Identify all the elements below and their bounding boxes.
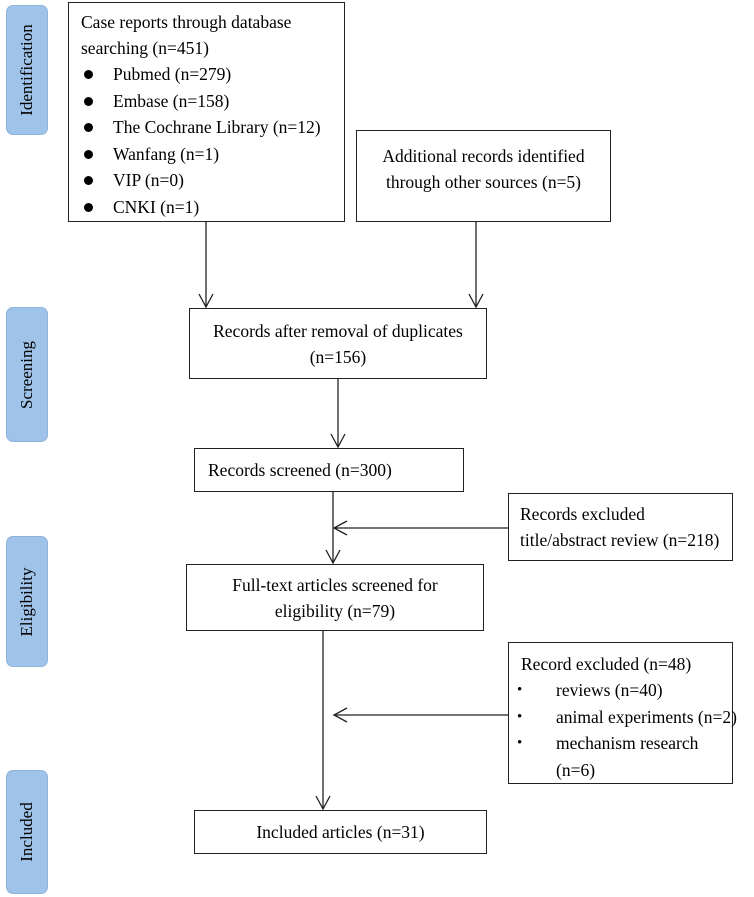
- list-item: Wanfang (n=1): [69, 141, 344, 168]
- database-search-title-line1: Case reports through database: [81, 12, 292, 32]
- database-search-box: Case reports through database searching …: [68, 2, 345, 222]
- arrowhead: [332, 707, 348, 723]
- stage-screening: Screening: [6, 307, 48, 442]
- database-source-list: Pubmed (n=279) Embase (n=158) The Cochra…: [69, 61, 344, 220]
- bullet: •: [517, 735, 523, 751]
- excluded-screening-line2: title/abstract review (n=218): [520, 530, 720, 550]
- records-screened-line1: Records screened (n=300): [208, 460, 392, 480]
- list-item: • reviews (n=40): [509, 677, 732, 704]
- excluded-eligibility-box: Record excluded (n=48) • reviews (n=40) …: [508, 642, 737, 784]
- bullet-dot: [84, 70, 93, 79]
- bullet-dot: [84, 149, 93, 159]
- other-sources-line1: Additional records identified: [382, 146, 585, 166]
- arrowhead: [332, 520, 348, 536]
- list-item-continuation: (n=6): [556, 759, 596, 780]
- other-sources-box: Additional records identified through ot…: [356, 130, 611, 222]
- stage-eligibility: Eligibility: [6, 536, 48, 667]
- after-duplicates-line1: Records after removal of duplicates: [213, 321, 463, 341]
- bullet: •: [517, 682, 523, 698]
- bullet-dot: [84, 202, 93, 212]
- bullet-dot: [84, 176, 93, 185]
- full-text-box: Full-text articles screened for eligibil…: [186, 564, 484, 631]
- included-line1: Included articles (n=31): [256, 822, 425, 842]
- arrowhead: [198, 293, 214, 309]
- included-box: Included articles (n=31): [194, 810, 487, 854]
- list-item: CNKI (n=1): [69, 194, 344, 221]
- bullet-dot: [84, 96, 93, 106]
- bullet: •: [517, 708, 523, 725]
- excluded-eligibility-title: Record excluded (n=48): [521, 654, 692, 674]
- after-duplicates-line2: (n=156): [309, 347, 367, 367]
- arrowhead: [325, 549, 341, 565]
- full-text-line1: Full-text articles screened for: [232, 575, 438, 595]
- other-sources-line2: through other sources (n=5): [385, 172, 582, 192]
- database-search-title-line2: searching (n=451): [81, 38, 209, 58]
- list-item: Embase (n=158): [69, 88, 344, 115]
- list-item: • mechanism research: [509, 730, 732, 757]
- excluded-screening-line1: Records excluded: [520, 504, 645, 524]
- list-item: VIP (n=0): [69, 167, 344, 194]
- arrowhead: [330, 433, 346, 449]
- bullet-dot: [84, 123, 93, 132]
- list-item: The Cochrane Library (n=12): [69, 114, 344, 141]
- stage-identification: Identification: [6, 5, 48, 135]
- excluded-screening-box: Records excluded title/abstract review (…: [508, 493, 733, 561]
- arrowhead: [315, 795, 331, 811]
- list-item: • animal experiments (n=2): [509, 704, 737, 731]
- list-item: Pubmed (n=279): [69, 61, 344, 88]
- after-duplicates-box: Records after removal of duplicates (n=1…: [189, 308, 487, 379]
- arrowhead: [468, 293, 484, 309]
- records-screened-box: Records screened (n=300): [194, 448, 464, 492]
- stage-included: Included: [6, 770, 48, 894]
- full-text-line2: eligibility (n=79): [274, 601, 396, 621]
